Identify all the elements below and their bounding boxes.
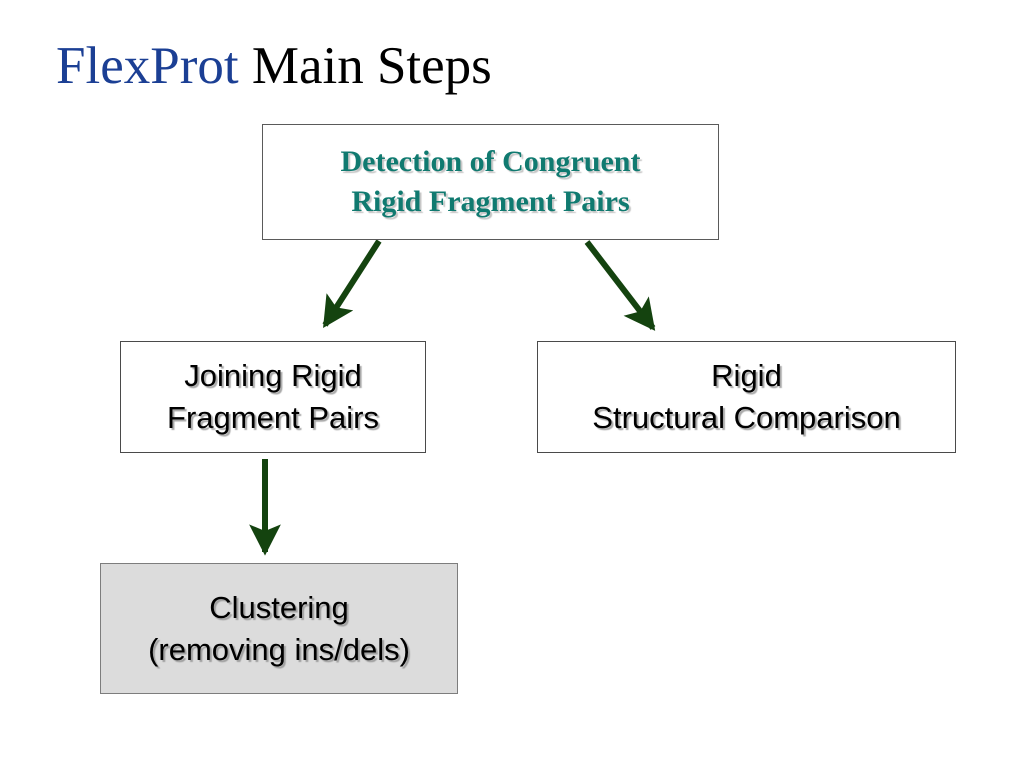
node-detection-line-2: Rigid Fragment Pairs bbox=[351, 185, 630, 218]
node-rigid-line-1: Rigid bbox=[711, 358, 782, 393]
page-title: FlexProt Main Steps bbox=[56, 36, 492, 96]
node-rigid-line-2: Structural Comparison bbox=[592, 400, 901, 435]
title-rest: Main Steps bbox=[238, 37, 492, 95]
node-clustering-removing-ins-dels[interactable]: Clustering (removing ins/dels) bbox=[100, 563, 458, 694]
node-clustering-line-2: (removing ins/dels) bbox=[148, 631, 410, 667]
node-joining-line-1: Joining Rigid bbox=[184, 358, 362, 393]
node-joining-rigid-fragment-pairs[interactable]: Joining Rigid Fragment Pairs bbox=[120, 341, 426, 453]
node-joining-line-2: Fragment Pairs bbox=[167, 400, 379, 435]
node-rigid-structural-comparison[interactable]: Rigid Structural Comparison bbox=[537, 341, 956, 453]
arrow-detection-to-joining bbox=[322, 239, 382, 329]
node-detection-line-1: Detection of Congruent bbox=[340, 145, 641, 178]
node-detection-of-congruent-rigid-fragment-pairs[interactable]: Detection of Congruent Rigid Fragment Pa… bbox=[262, 124, 719, 240]
title-brand: FlexProt bbox=[56, 37, 239, 95]
node-clustering-line-1: Clustering bbox=[209, 589, 349, 625]
arrow-detection-to-rigid bbox=[584, 240, 656, 331]
